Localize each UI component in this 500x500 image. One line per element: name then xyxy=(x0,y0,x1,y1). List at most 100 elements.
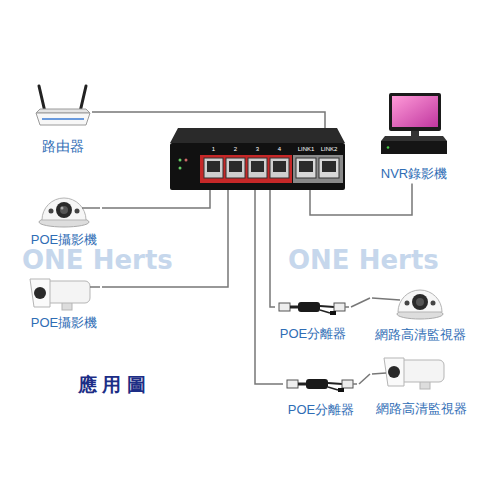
router-icon xyxy=(80,86,86,112)
network-cable xyxy=(359,374,370,384)
splitter-icon xyxy=(328,387,338,390)
device-label: NVR錄影機 xyxy=(376,166,452,182)
nvr-icon xyxy=(381,141,447,154)
network-cable xyxy=(92,112,325,128)
switch-icon xyxy=(170,143,345,190)
network-camera-icon xyxy=(412,294,428,310)
nvr-icon xyxy=(411,131,419,136)
network-camera-icon xyxy=(372,298,400,300)
device-label: POE分離器 xyxy=(275,326,351,342)
dome-camera-icon xyxy=(60,206,68,214)
network-camera-icon xyxy=(398,290,442,312)
splitter-icon xyxy=(279,303,290,311)
switch-icon xyxy=(170,128,345,143)
dome-camera-icon xyxy=(82,207,100,209)
switch-icon xyxy=(251,161,264,172)
splitter-icon xyxy=(279,302,349,315)
network-camera: 網路高清監視器 xyxy=(370,272,470,345)
network-camera: 網路高清監視器 xyxy=(370,350,472,419)
switch-icon xyxy=(296,158,316,178)
device-label: POE攝影機 xyxy=(26,315,102,331)
splitter-icon xyxy=(345,306,349,308)
nvr-recorder: NVR錄影機 xyxy=(376,90,452,184)
bullet-camera-icon xyxy=(34,287,46,299)
poe-switch: 1234LINK1LINK2 xyxy=(170,128,345,190)
switch-icon xyxy=(179,159,182,162)
switch-icon xyxy=(204,158,223,178)
switch-icon xyxy=(273,161,286,172)
splitter-icon xyxy=(298,383,306,386)
network-cable xyxy=(102,190,210,208)
router-icon xyxy=(39,86,45,112)
watermark: ONE Herts xyxy=(288,247,439,273)
nvr-icon xyxy=(381,136,447,141)
splitter-icon xyxy=(298,302,320,312)
network-cable xyxy=(255,190,283,384)
splitter-icon xyxy=(320,306,334,307)
switch-icon xyxy=(185,159,188,162)
bullet-camera-icon xyxy=(30,279,50,307)
network-camera-icon xyxy=(372,358,444,389)
poe-splitter: POE分離器 xyxy=(275,298,351,344)
switch-icon xyxy=(322,161,336,172)
network-camera-icon xyxy=(416,298,424,306)
network-camera-icon xyxy=(431,301,436,306)
router: 路由器 xyxy=(33,82,92,157)
network-camera-icon xyxy=(405,301,410,306)
nvr-icon xyxy=(387,146,390,149)
poe-splitter: POE分離器 xyxy=(283,374,359,420)
port-label: 2 xyxy=(234,146,237,153)
device-label: 路由器 xyxy=(33,138,92,155)
bullet-camera: POE攝影機 xyxy=(26,275,102,333)
network-cable xyxy=(351,298,370,307)
splitter-icon xyxy=(287,379,357,392)
switch-icon xyxy=(248,158,267,178)
port-label: LINK1 xyxy=(298,146,315,153)
switch-icon xyxy=(170,128,345,190)
network-camera-icon xyxy=(388,366,400,378)
splitter-icon xyxy=(328,383,342,384)
router-icon xyxy=(36,113,90,125)
splitter-icon xyxy=(290,306,298,309)
bullet-camera-icon xyxy=(90,286,100,288)
bullet-camera-icon xyxy=(44,281,90,303)
network-camera-icon xyxy=(398,360,444,382)
network-camera-icon xyxy=(372,373,386,374)
bullet-camera-icon xyxy=(30,279,100,310)
network-camera-icon xyxy=(372,290,443,319)
splitter-icon xyxy=(320,310,330,313)
switch-icon xyxy=(207,161,220,172)
splitter-icon xyxy=(330,311,336,315)
dome-camera-icon xyxy=(49,209,54,214)
port-label: 3 xyxy=(256,146,259,153)
dome-camera-icon xyxy=(56,202,72,218)
device-label: 網路高清監視器 xyxy=(370,401,472,417)
dome-camera-icon xyxy=(61,207,64,210)
splitter-icon xyxy=(338,388,344,392)
network-camera-icon xyxy=(384,358,404,386)
splitter-icon xyxy=(306,379,328,389)
splitter-icon xyxy=(342,380,353,388)
switch-icon xyxy=(179,167,182,170)
switch-icon xyxy=(226,158,245,178)
switch-icon xyxy=(229,161,242,172)
port-label: LINK2 xyxy=(321,146,338,153)
router-icon xyxy=(36,109,90,113)
dome-camera-icon xyxy=(75,209,80,214)
dome-camera: POE攝影機 xyxy=(26,184,102,250)
port-label: 1 xyxy=(212,146,215,153)
watermark: ONE Herts xyxy=(22,247,173,273)
router-icon xyxy=(42,118,84,120)
device-label: POE攝影機 xyxy=(26,232,102,248)
switch-icon xyxy=(270,158,289,178)
nvr-icon xyxy=(392,96,438,127)
switch-icon xyxy=(299,161,313,172)
dome-camera-icon xyxy=(42,198,86,220)
switch-icon xyxy=(293,155,343,183)
splitter-icon xyxy=(353,383,357,385)
diagram-title: 應 用 圖 xyxy=(78,374,146,397)
network-cable xyxy=(270,190,275,307)
splitter-icon xyxy=(334,303,345,311)
